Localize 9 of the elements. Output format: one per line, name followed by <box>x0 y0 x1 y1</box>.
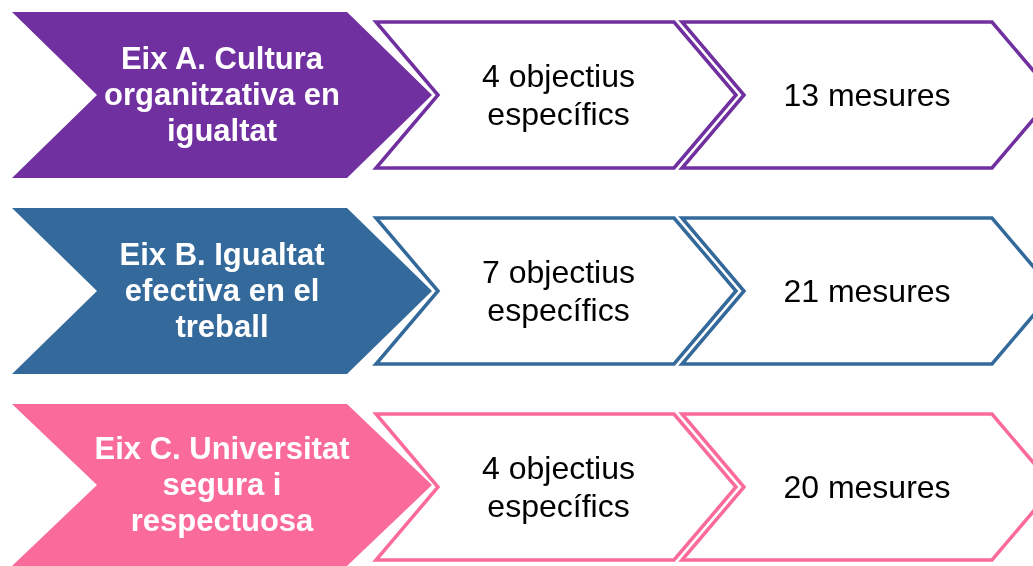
count-text: 13 mesures <box>783 76 951 114</box>
axis-title: Eix A. Cultura organitzativa en igualtat <box>103 41 341 149</box>
axis-title: Eix C. Universitat segura i respectuosa <box>93 431 351 539</box>
axis-title: Eix B. Igualtat efectiva en el treball <box>118 237 326 345</box>
count-text: 4 objectius específics <box>481 449 636 525</box>
count-text: 20 mesures <box>783 468 951 506</box>
count-text: 7 objectius específics <box>481 253 636 329</box>
count-text: 4 objectius específics <box>481 57 636 133</box>
count-text: 21 mesures <box>783 272 951 310</box>
